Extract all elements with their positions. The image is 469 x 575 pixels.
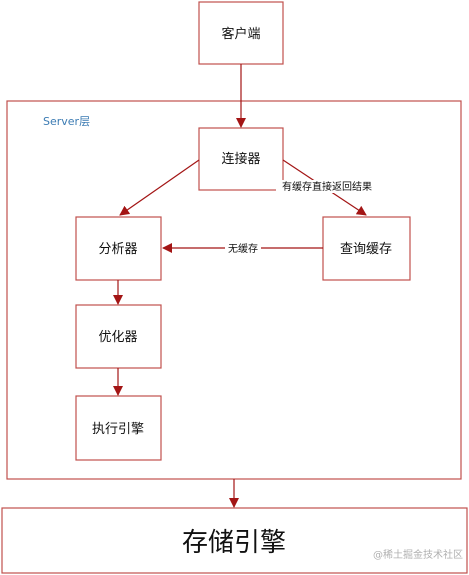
- server-layer-label: Server层: [43, 115, 90, 128]
- analyzer-node: [75, 216, 162, 281]
- cache-hit-label-bg: [276, 180, 376, 193]
- watermark-text: @稀土掘金技术社区: [373, 548, 463, 561]
- executor-node-label: 执行引擎: [92, 422, 144, 437]
- client-node-label: 客户端: [221, 26, 260, 42]
- storage-engine-node-label: 存储引擎: [182, 528, 286, 558]
- no-cache-edge-label: 无缓存: [228, 242, 258, 255]
- storage-engine-node: [1, 507, 468, 574]
- cache-hit-edge-label: 有缓存直接返回结果: [282, 180, 372, 193]
- optimizer-node-label: 优化器: [98, 330, 137, 345]
- connector-node: [198, 127, 284, 191]
- connector-to-analyzer-arrow: [119, 159, 200, 216]
- query-cache-node-label: 查询缓存: [340, 242, 392, 257]
- no-cache-label-bg: [225, 242, 261, 255]
- executor-node: [75, 395, 162, 461]
- analyzer-node-label: 分析器: [98, 242, 137, 257]
- connector-node-label: 连接器: [221, 151, 260, 167]
